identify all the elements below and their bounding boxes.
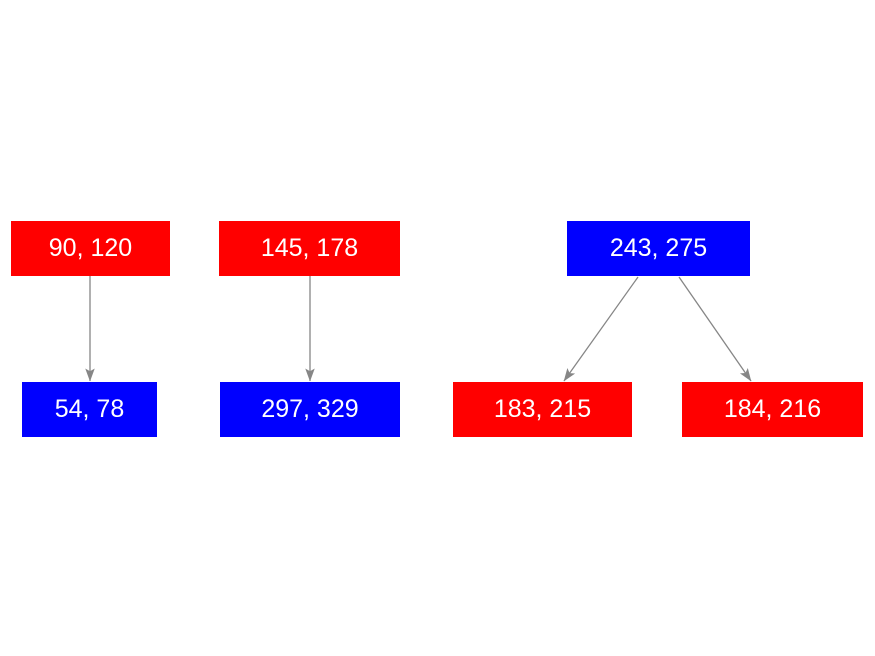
node-label: 183, 215 [493,395,592,423]
tree-node-n6: 183, 215 [453,382,632,437]
edges-group [85,276,752,382]
tree-node-n3: 243, 275 [567,221,750,276]
tree-node-n7: 184, 216 [682,382,863,437]
edge-arrow-n3-n7 [678,276,752,382]
node-label: 54, 78 [54,395,125,423]
edge-arrow-n3-n6 [563,276,639,382]
tree-node-n1: 90, 120 [11,221,170,276]
node-label: 297, 329 [261,395,359,423]
tree-node-n4: 54, 78 [22,382,157,437]
tree-node-n5: 297, 329 [220,382,400,437]
node-label: 90, 120 [48,234,133,262]
node-label: 184, 216 [723,395,822,423]
node-label: 243, 275 [609,234,708,262]
node-label: 145, 178 [260,234,359,262]
tree-node-n2: 145, 178 [219,221,400,276]
